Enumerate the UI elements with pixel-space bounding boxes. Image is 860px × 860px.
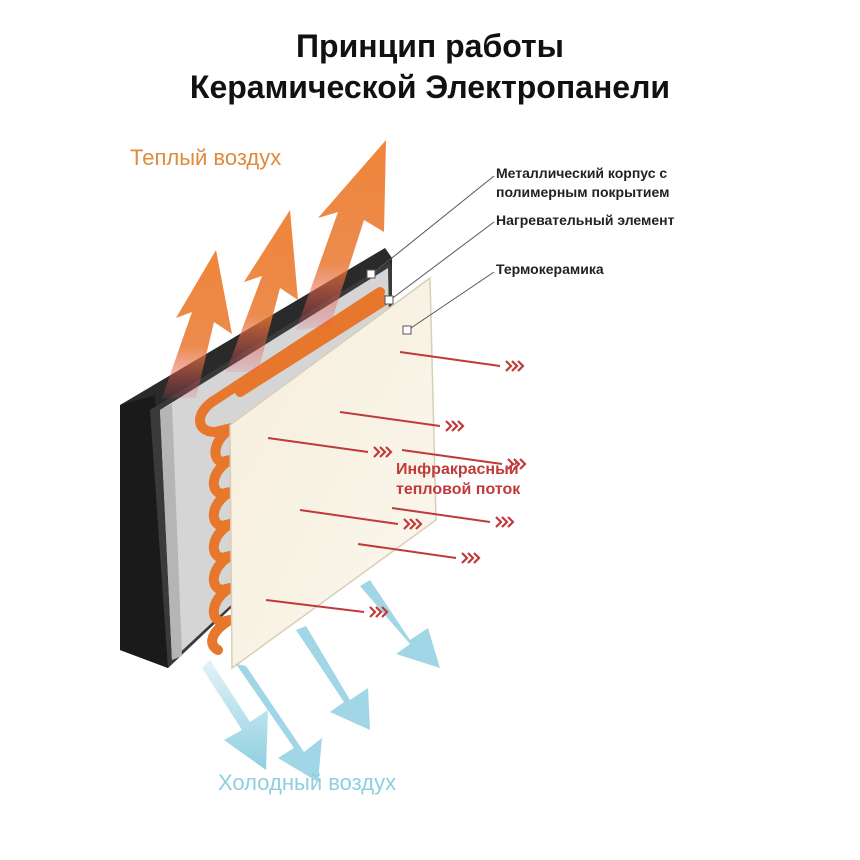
cold-air-label: Холодный воздух (218, 770, 397, 795)
callout-metal-housing-line-1: Металлический корпус с (496, 165, 668, 181)
infrared-arrows (265, 351, 503, 613)
callout-heating-element: Нагревательный элемент (496, 212, 675, 228)
diagram-title: Принцип работы Керамической Электропанел… (0, 26, 860, 108)
title-line-2: Керамической Электропанели (189, 69, 671, 105)
heating-element (195, 287, 390, 655)
infrared-label: Инфракрасный тепловой поток (396, 460, 520, 500)
callout-markers (366, 269, 412, 335)
infrared-label-line-2: тепловой поток (396, 481, 521, 498)
warm-air-label: Теплый воздух (130, 145, 282, 170)
title-line-1: Принцип работы (296, 28, 564, 64)
warm-air-arrows (162, 140, 386, 398)
infrared-chevrons (369, 360, 527, 618)
callout-ceramic: Термокерамика (496, 261, 604, 277)
ceramic-plate (229, 276, 437, 670)
callout-leaders (371, 175, 495, 331)
cold-air-arrows (202, 580, 440, 782)
callout-metal-housing: Металлический корпус с полимерным покрыт… (496, 164, 669, 202)
infrared-label-line-1: Инфракрасный (396, 461, 519, 478)
callout-metal-housing-line-2: полимерным покрытием (496, 184, 670, 200)
